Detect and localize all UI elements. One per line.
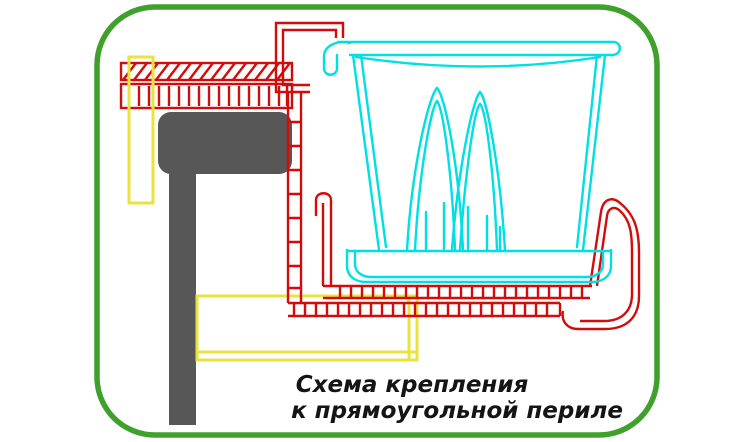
pot-rim-curve [354,55,602,68]
plant-stems [424,201,502,252]
bracket-vertical [286,92,303,303]
pot-walls [351,53,607,252]
pot-rim-hook [322,41,352,76]
arm-ribs [292,303,549,316]
railing-handrail [158,112,292,174]
caption-line-2: к прямоугольной периле [291,398,623,424]
bracket-arm-ribbed [288,301,562,318]
bolt-left [127,55,155,205]
frame-border [94,4,660,438]
support-arm-bottom [195,294,419,362]
plant-leaves [405,86,507,252]
railing-post [169,160,196,425]
caption-line-1: Схема крепления [296,372,529,398]
holder-bottom [323,284,592,300]
holder-bottom-ribs [338,286,584,298]
bracket-hook-top [274,21,345,94]
holder-left-wall [314,192,333,286]
railing [158,112,292,425]
clamp-hatch [122,62,291,81]
pot-holder [314,192,641,331]
pot-saucer [345,248,613,284]
bracket-rungs [288,120,301,290]
flower-pot [322,40,622,284]
holder-right-hook [561,198,641,331]
railing-clamp-bar [119,61,294,110]
pot-rim [336,40,622,57]
